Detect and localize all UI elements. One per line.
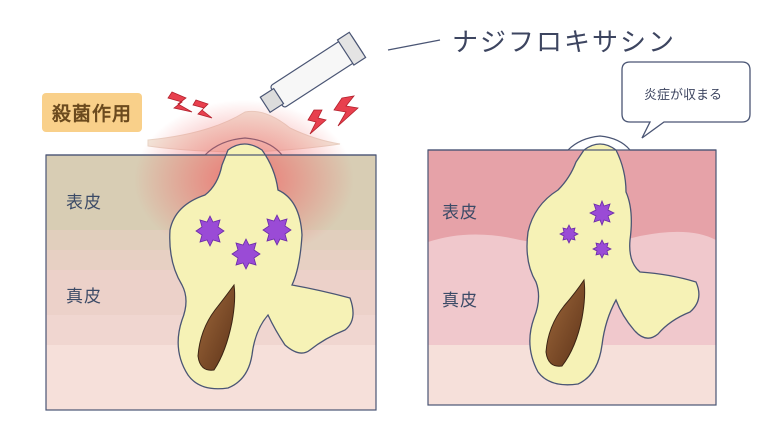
speech-bubble [621,61,751,139]
left-hair-root [197,283,236,371]
lightning-icon [333,95,359,127]
lightning-icon [167,91,193,113]
bacterium [195,215,225,247]
bacterium [559,224,579,244]
left-epidermis-label: 表皮 [66,193,102,213]
left-dermis-label: 真皮 [66,287,102,307]
right-epidermis-label: 表皮 [442,203,478,223]
inflammation-subsides-text: 炎症が収まる [643,88,722,103]
lightning-icons [167,91,359,135]
right-dermis-label: 真皮 [442,291,478,311]
lightning-icon [307,109,327,135]
ointment-tube-icon [259,31,367,114]
bacterium [262,214,292,246]
right-hair-root [545,278,586,367]
bacterium [592,239,612,259]
lightning-icon [192,99,213,119]
left-skin-panel [45,31,441,411]
bactericidal-effect-label: 殺菌作用 [42,93,143,132]
drug-name-label: ナジフロキサシン [452,28,677,58]
bacterium [589,199,615,227]
bacterium [231,238,261,270]
bacteria-cluster-left [195,214,292,270]
bacteria-cluster-right [559,199,615,259]
right-skin-panel [427,61,751,406]
drug-pointer-line [387,39,441,51]
